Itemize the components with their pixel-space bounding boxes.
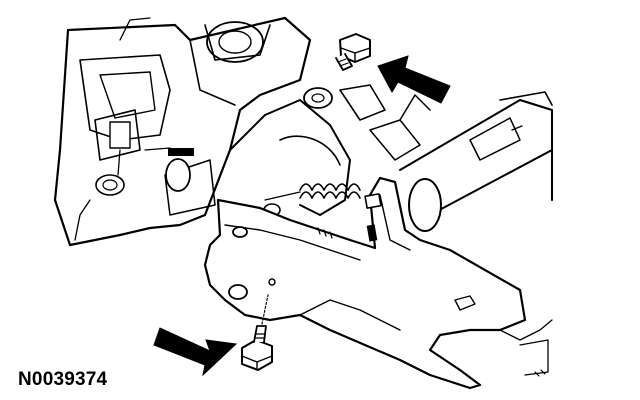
lower-bolt-arrow [153, 327, 238, 377]
steering-column-housing [53, 16, 312, 247]
upper-bolt-arrow [377, 55, 451, 104]
lower-bolt [241, 294, 273, 371]
figure-code: N0039374 [18, 369, 108, 390]
upper-bolt [335, 33, 371, 71]
steering-column-tube [399, 91, 553, 232]
tilt-lever-linkage [229, 84, 431, 217]
mounting-bracket [203, 176, 553, 390]
